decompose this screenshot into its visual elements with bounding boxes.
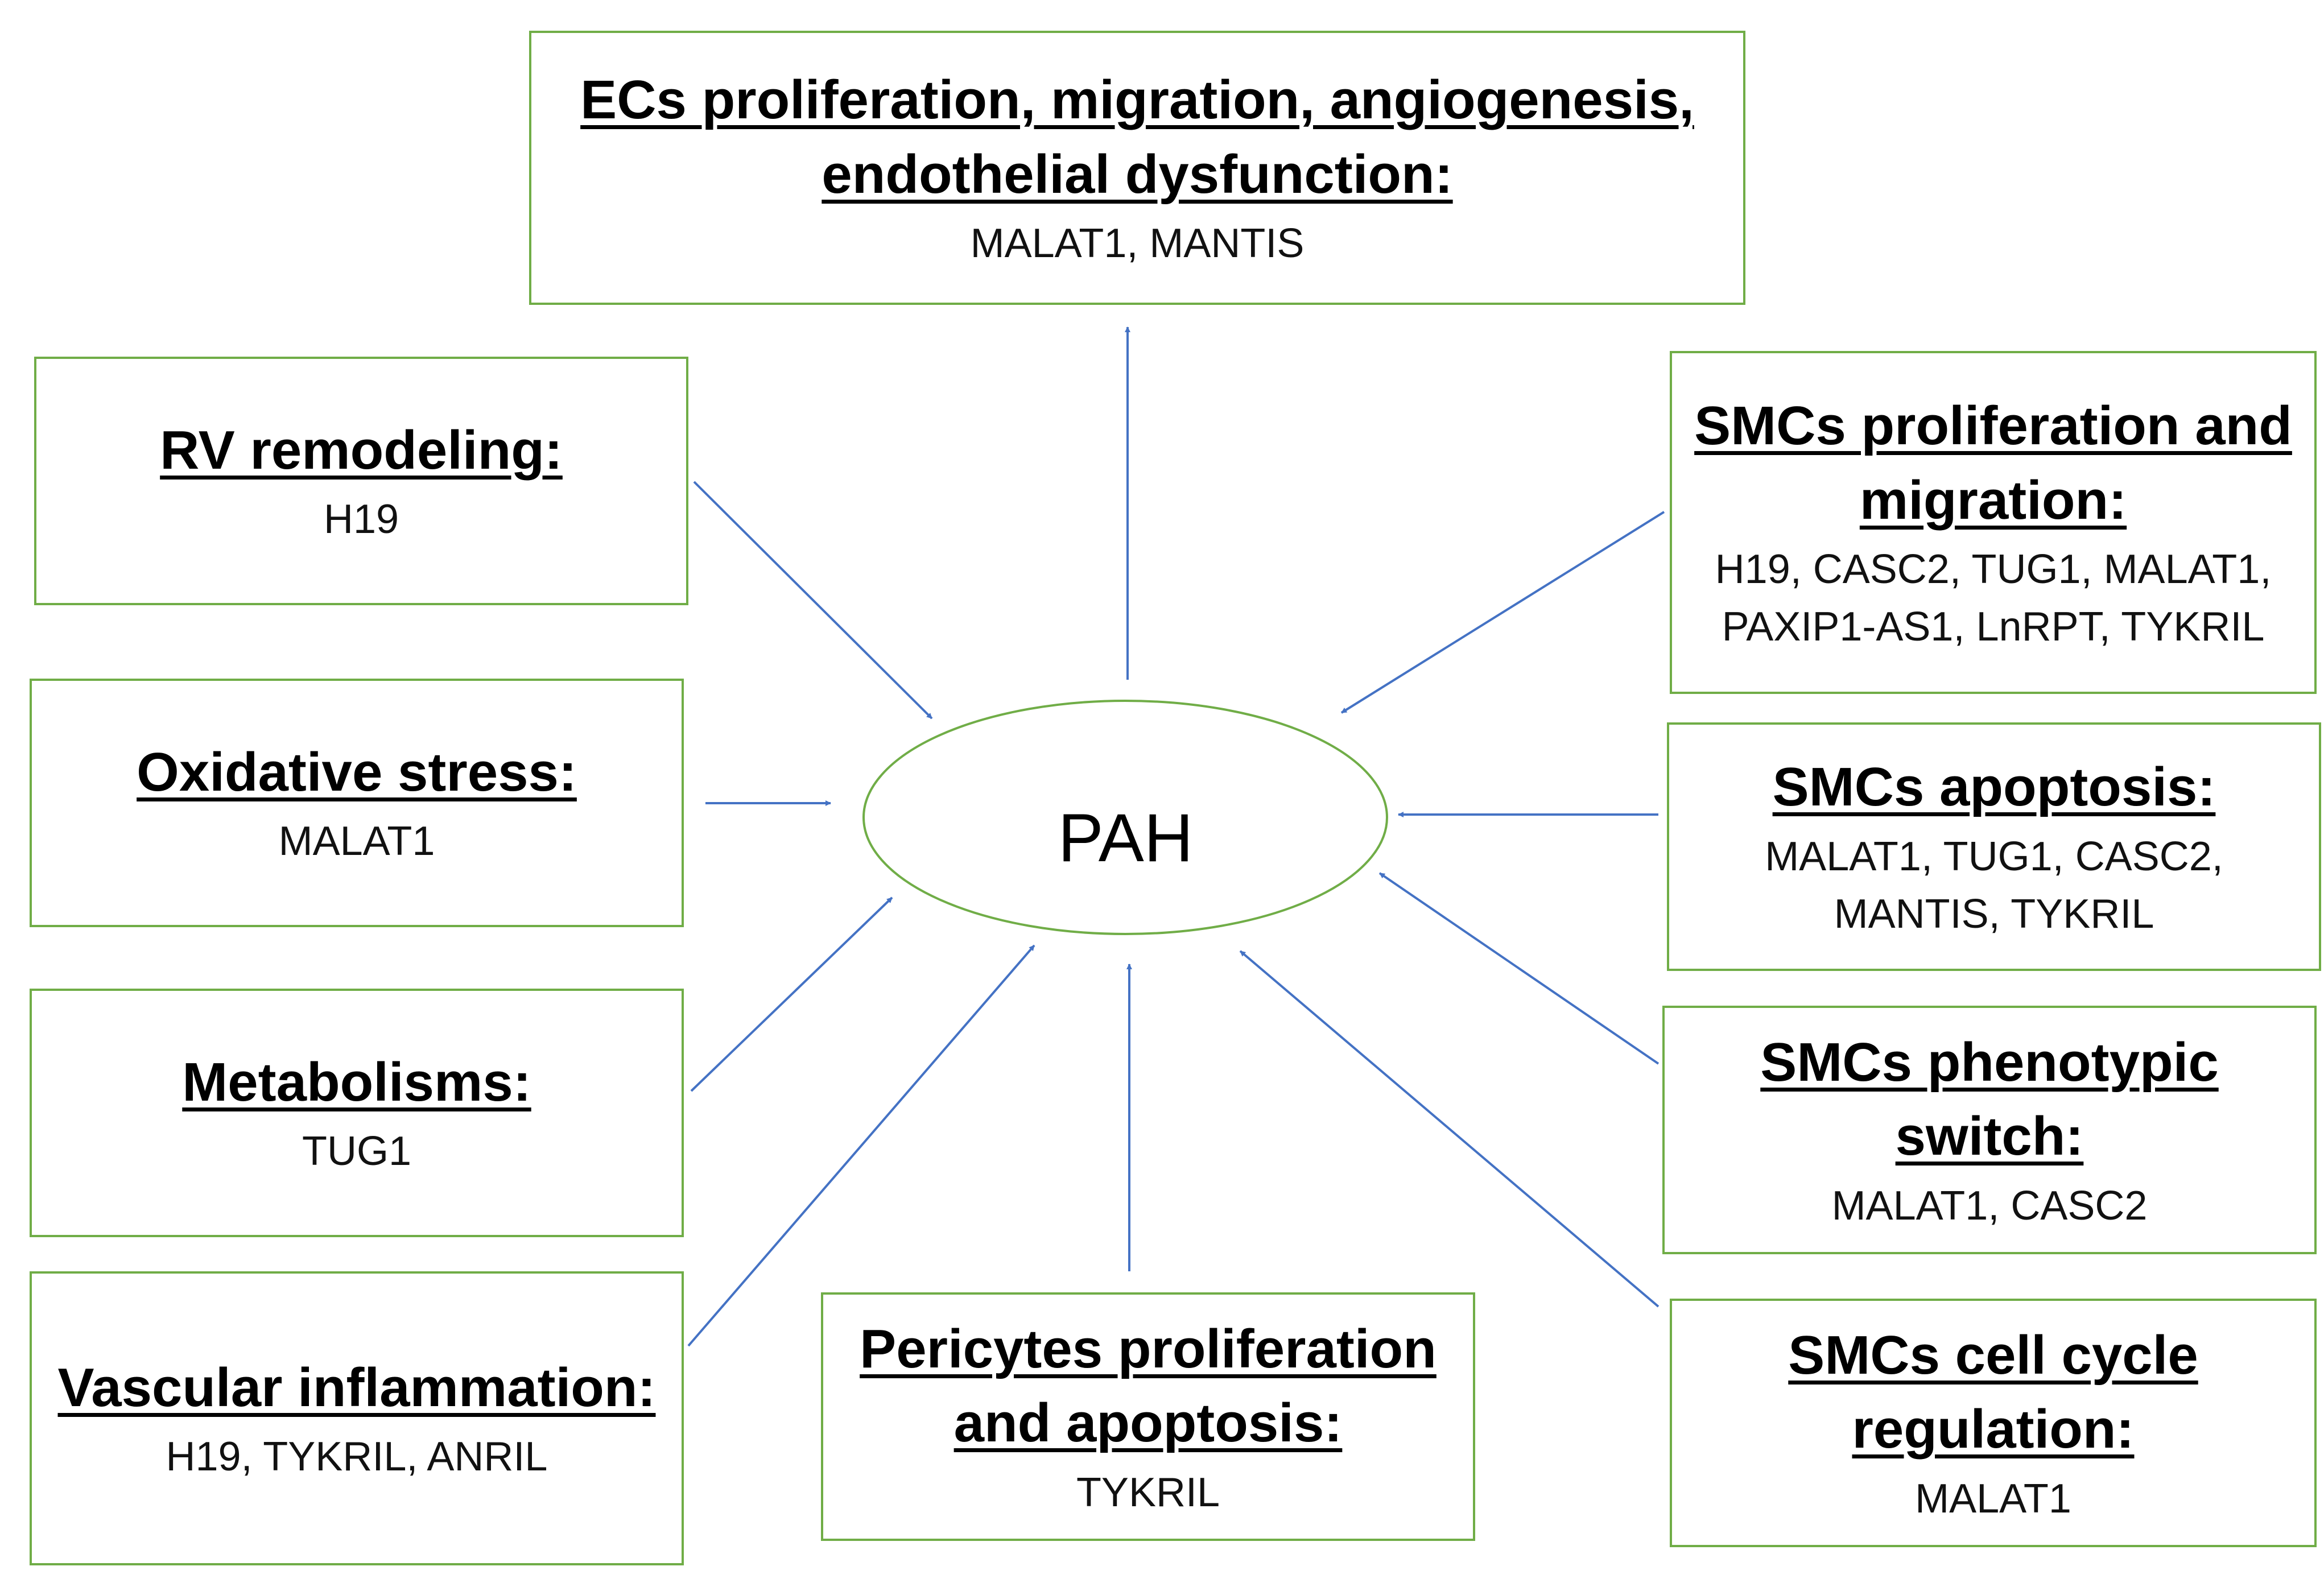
smc-cellcycle-title-line-1: SMCs cell cycle bbox=[1788, 1324, 2198, 1386]
smc-prolif-genes: H19, CASC2, TUG1, MALAT1, PAXIP1-AS1, Ln… bbox=[1715, 541, 2272, 656]
smc-phenotypic-title-line-2: switch: bbox=[1895, 1106, 2084, 1167]
arrow-vascular-to-pah bbox=[687, 944, 1035, 1347]
rv-title-line-1: RV remodeling: bbox=[160, 419, 563, 481]
arrow-metabolisms-to-pah bbox=[690, 896, 893, 1092]
arrow-smc-prolif-to-pah bbox=[1340, 511, 1665, 714]
ecs-genes: MALAT1, MANTIS bbox=[971, 215, 1305, 272]
ecs-box: ECs proliferation, migration, angiogenes… bbox=[529, 31, 1745, 305]
rv-genes: H19 bbox=[324, 491, 399, 548]
metabolisms-genes-line-1: TUG1 bbox=[302, 1129, 412, 1175]
vascular-genes: H19, TYKRIL, ANRIL bbox=[166, 1428, 548, 1486]
smc-prolif-genes-line-2: PAXIP1-AS1, LnRPT, TYKRIL bbox=[1722, 604, 2265, 650]
smc-apoptosis-genes-line-2: MANTIS, TYKRIL bbox=[1834, 891, 2154, 937]
metabolisms-genes: TUG1 bbox=[302, 1123, 411, 1180]
pah-label: PAH bbox=[1058, 799, 1194, 876]
arrow-smc-phenotypic-to-pah bbox=[1378, 872, 1660, 1065]
rv-genes-line-1: H19 bbox=[323, 497, 399, 543]
smc-cellcycle-genes-line-1: MALAT1 bbox=[1915, 1476, 2071, 1522]
oxidative-title: Oxidative stress: bbox=[137, 735, 577, 810]
arrow-rv-to-pah bbox=[693, 481, 933, 720]
smc-apoptosis-title: SMCs apoptosis: bbox=[1773, 750, 2216, 825]
vascular-box: Vascular inflammation: H19, TYKRIL, ANRI… bbox=[30, 1271, 684, 1565]
smc-cellcycle-title-line-2: regulation: bbox=[1852, 1399, 2135, 1460]
vascular-genes-line-1: H19, TYKRIL, ANRIL bbox=[166, 1434, 548, 1480]
ecs-title: ECs proliferation, migration, angiogenes… bbox=[580, 63, 1694, 212]
oxidative-genes: MALAT1 bbox=[279, 813, 435, 870]
oxidative-title-line-1: Oxidative stress: bbox=[137, 741, 577, 803]
pah-ellipse bbox=[862, 700, 1388, 935]
smc-phenotypic-title: SMCs phenotypic switch: bbox=[1760, 1026, 2218, 1174]
rv-box: RV remodeling: H19 bbox=[34, 357, 688, 605]
oxidative-box: Oxidative stress: MALAT1 bbox=[30, 679, 684, 927]
smc-prolif-genes-line-1: H19, CASC2, TUG1, MALAT1, bbox=[1715, 547, 2272, 593]
arrows bbox=[687, 327, 1665, 1347]
smc-phenotypic-box: SMCs phenotypic switch: MALAT1, CASC2 bbox=[1662, 1006, 2317, 1254]
smc-phenotypic-genes-line-1: MALAT1, CASC2 bbox=[1831, 1183, 2148, 1229]
pericytes-title: Pericytes proliferation and apoptosis: bbox=[860, 1312, 1436, 1461]
rv-title: RV remodeling: bbox=[160, 414, 563, 488]
smc-apoptosis-genes: MALAT1, TUG1, CASC2, MANTIS, TYKRIL bbox=[1765, 828, 2223, 943]
smc-apoptosis-title-line-1: SMCs apoptosis: bbox=[1772, 757, 2216, 818]
smc-phenotypic-title-line-1: SMCs phenotypic bbox=[1760, 1031, 2219, 1093]
smc-apoptosis-genes-line-1: MALAT1, TUG1, CASC2, bbox=[1765, 833, 2223, 879]
pericytes-title-line-1: Pericytes proliferation bbox=[860, 1318, 1436, 1379]
metabolisms-box: Metabolisms: TUG1 bbox=[30, 989, 684, 1237]
pericytes-box: Pericytes proliferation and apoptosis: T… bbox=[821, 1292, 1475, 1541]
smc-prolif-title-line-1: SMCs proliferation and bbox=[1694, 395, 2292, 457]
smc-cellcycle-box: SMCs cell cycle regulation: MALAT1 bbox=[1670, 1299, 2317, 1547]
smc-apoptosis-box: SMCs apoptosis: MALAT1, TUG1, CASC2, MAN… bbox=[1667, 722, 2321, 971]
ecs-title-line-1: ECs proliferation, migration, angiogenes… bbox=[580, 69, 1694, 131]
arrow-smc-cellcycle-to-pah bbox=[1239, 950, 1660, 1308]
ecs-genes-line-1: MALAT1, MANTIS bbox=[970, 221, 1305, 267]
oxidative-genes-line-1: MALAT1 bbox=[278, 819, 435, 865]
smc-phenotypic-genes: MALAT1, CASC2 bbox=[1832, 1177, 2148, 1235]
pericytes-genes: TYKRIL bbox=[1076, 1464, 1220, 1522]
smc-prolif-title: SMCs proliferation and migration: bbox=[1694, 389, 2292, 538]
vascular-title-line-1: Vascular inflammation: bbox=[57, 1357, 656, 1418]
smc-cellcycle-title: SMCs cell cycle regulation: bbox=[1788, 1319, 2198, 1467]
vascular-title: Vascular inflammation: bbox=[58, 1351, 656, 1425]
smc-prolif-title-line-2: migration: bbox=[1859, 469, 2127, 531]
pericytes-title-line-2: and apoptosis: bbox=[953, 1392, 1343, 1454]
smc-prolif-box: SMCs proliferation and migration: H19, C… bbox=[1670, 351, 2317, 694]
pericytes-genes-line-1: TYKRIL bbox=[1076, 1469, 1220, 1515]
metabolisms-title-line-1: Metabolisms: bbox=[182, 1051, 531, 1113]
metabolisms-title: Metabolisms: bbox=[182, 1045, 531, 1120]
smc-cellcycle-genes: MALAT1 bbox=[1915, 1470, 2071, 1528]
ecs-title-line-2: endothelial dysfunction: bbox=[822, 143, 1453, 205]
